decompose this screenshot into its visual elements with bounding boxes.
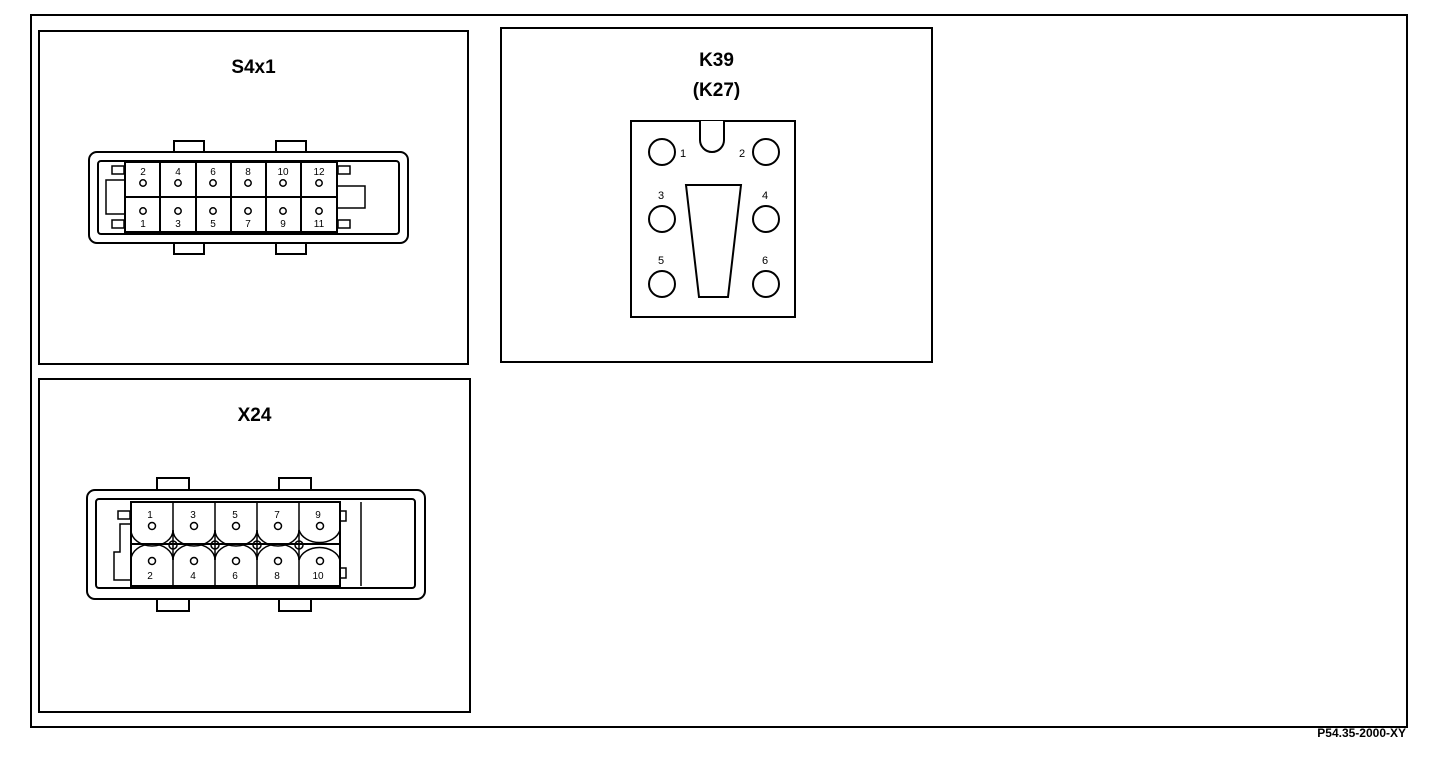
k39-connector xyxy=(630,120,796,318)
figure-reference: P54.35-2000-XY xyxy=(1317,726,1406,740)
k39-pin-label: 4 xyxy=(762,190,768,202)
k39-pin-label: 1 xyxy=(680,148,686,160)
s4x1-pin-label: 3 xyxy=(175,219,181,230)
s4x1-pin-label: 12 xyxy=(313,167,325,178)
x24-pin-label: 9 xyxy=(315,510,321,521)
x24-pin-label: 2 xyxy=(147,571,153,582)
x24-pin-label: 4 xyxy=(190,571,196,582)
panel-x24: X24 xyxy=(38,378,471,713)
x24-pin-label: 1 xyxy=(147,510,153,521)
s4x1-pin-label: 6 xyxy=(210,167,216,178)
s4x1-pin-label: 8 xyxy=(245,167,251,178)
x24-pin-label: 8 xyxy=(274,571,280,582)
k39-pin-label: 6 xyxy=(762,255,768,267)
panel-k39: K39 (K27) xyxy=(500,27,933,363)
x24-pin-label: 6 xyxy=(232,571,238,582)
s4x1-connector xyxy=(88,140,409,255)
s4x1-pin-label: 10 xyxy=(277,167,289,178)
k39-title: K39 xyxy=(699,50,734,71)
x24-pin-label: 3 xyxy=(190,510,196,521)
s4x1-pin-label: 4 xyxy=(175,167,181,178)
s4x1-pin-label: 1 xyxy=(140,219,146,230)
s4x1-pin-label: 9 xyxy=(280,219,286,230)
x24-connector xyxy=(86,477,426,612)
k39-pin-label: 5 xyxy=(658,255,664,267)
k39-pin-label: 3 xyxy=(658,190,664,202)
s4x1-pin-label: 7 xyxy=(245,219,251,230)
s4x1-title: S4x1 xyxy=(231,57,276,78)
x24-pin-label: 7 xyxy=(274,510,280,521)
x24-pin-label: 10 xyxy=(312,571,324,582)
s4x1-pin-label: 11 xyxy=(314,219,325,230)
panel-s4x1: S4x1 xyxy=(38,30,469,365)
x24-pin-labels: 1 3 5 7 9 2 4 6 8 10 xyxy=(147,510,324,582)
s4x1-pin-label: 5 xyxy=(210,219,216,230)
k39-pin-labels: 1 2 3 4 5 6 xyxy=(658,148,768,267)
s4x1-pin-labels: 2 4 6 8 10 12 1 3 5 7 9 11 xyxy=(140,167,325,230)
x24-pin-label: 5 xyxy=(232,510,238,521)
x24-title: X24 xyxy=(237,405,272,426)
k39-subtitle: (K27) xyxy=(692,80,741,101)
k39-pin-label: 2 xyxy=(739,148,745,160)
diagram-frame xyxy=(30,14,1408,728)
s4x1-pin-label: 2 xyxy=(140,167,146,178)
